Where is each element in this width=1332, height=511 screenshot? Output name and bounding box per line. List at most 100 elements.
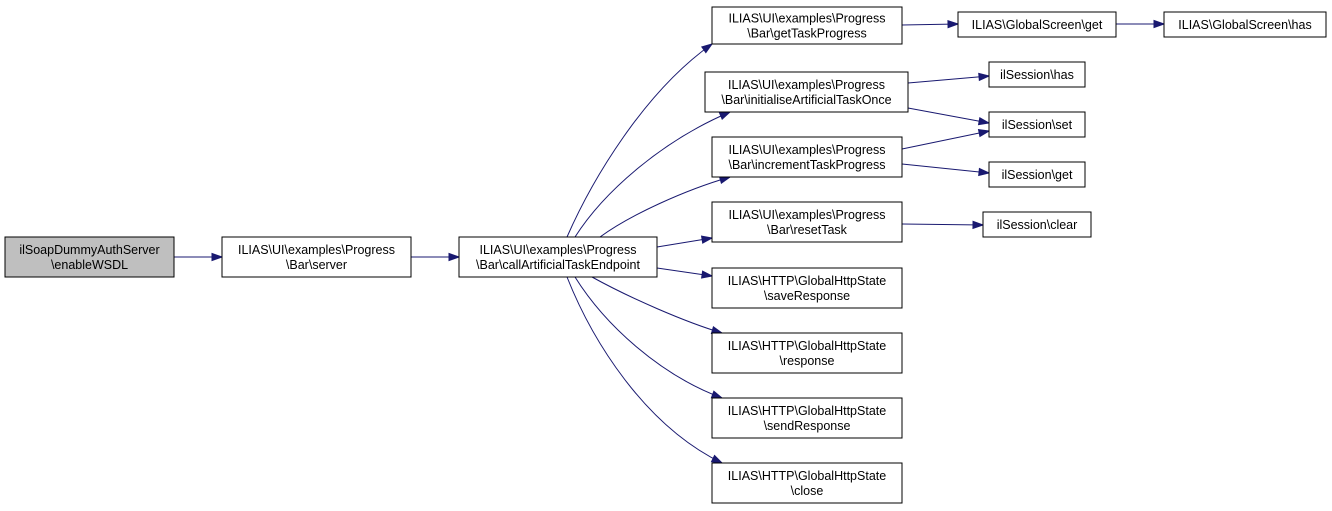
node-label: \close	[791, 484, 824, 498]
edge-n6-n16	[901, 220, 985, 230]
arrow-head-icon	[972, 220, 985, 230]
node-label: ILIAS\UI\examples\Progress	[728, 12, 885, 26]
node-label: ILIAS\HTTP\GlobalHttpState	[728, 339, 886, 353]
edge-line	[901, 130, 990, 150]
edge-line	[591, 276, 723, 334]
edge-n5-n14	[901, 129, 991, 150]
edge-line	[566, 43, 713, 238]
arrow-head-icon	[710, 325, 724, 335]
arrow-head-icon	[978, 72, 991, 82]
edge-n1-n2	[411, 252, 461, 262]
node-n3[interactable]: ILIAS\UI\examples\Progress\Bar\getTaskPr…	[711, 6, 903, 45]
node-box[interactable]	[957, 11, 1117, 38]
node-label: ilSession\set	[1002, 118, 1073, 132]
edge-n4-n14	[907, 107, 991, 126]
node-label: \Bar\initialiseArtificialTaskOnce	[721, 93, 891, 107]
node-label: \Bar\getTaskProgress	[747, 27, 867, 41]
arrow-head-icon	[700, 235, 714, 244]
edge-line	[566, 276, 723, 464]
arrow-head-icon	[977, 116, 991, 126]
arrow-head-icon	[718, 111, 732, 120]
node-label: ILIAS\HTTP\GlobalHttpState	[728, 274, 886, 288]
arrow-head-icon	[700, 43, 714, 54]
node-n12[interactable]: ILIAS\GlobalScreen\has	[1163, 11, 1327, 38]
node-label: \Bar\incrementTaskProgress	[728, 158, 885, 172]
node-box[interactable]	[711, 6, 903, 45]
node-label: \Bar\server	[286, 258, 347, 272]
node-label: ilSession\clear	[997, 218, 1078, 232]
node-box[interactable]	[1163, 11, 1327, 38]
node-label: \response	[780, 354, 835, 368]
arrow-head-icon	[1153, 19, 1166, 29]
node-box[interactable]	[221, 236, 412, 278]
node-n9[interactable]: ILIAS\HTTP\GlobalHttpState\sendResponse	[711, 397, 903, 439]
node-box[interactable]	[711, 332, 903, 374]
node-box[interactable]	[704, 71, 909, 113]
node-n11[interactable]: ILIAS\GlobalScreen\get	[957, 11, 1117, 38]
arrow-head-icon	[710, 454, 724, 464]
node-label: \sendResponse	[764, 419, 851, 433]
node-label: ILIAS\UI\examples\Progress	[728, 208, 885, 222]
node-label: \saveResponse	[764, 289, 850, 303]
edge-n2-n6	[656, 235, 714, 248]
edge-line	[574, 276, 723, 399]
edge-n2-n10	[566, 276, 724, 464]
node-n2[interactable]: ILIAS\UI\examples\Progress\Bar\callArtif…	[458, 236, 658, 278]
node-box[interactable]	[988, 111, 1086, 138]
edge-n0-n1	[174, 252, 224, 262]
node-n1[interactable]: ILIAS\UI\examples\Progress\Bar\server	[221, 236, 412, 278]
node-n7[interactable]: ILIAS\HTTP\GlobalHttpState\saveResponse	[711, 267, 903, 309]
edge-line	[907, 75, 990, 84]
edge-n2-n3	[566, 43, 714, 238]
nodes-layer: ilSoapDummyAuthServer\enableWSDL ILIAS\UI…	[4, 6, 1327, 504]
node-label: ILIAS\UI\examples\Progress	[728, 143, 885, 157]
node-box[interactable]	[982, 211, 1092, 238]
node-n14[interactable]: ilSession\set	[988, 111, 1086, 138]
edge-n2-n5	[599, 175, 732, 238]
edge-n11-n12	[1116, 19, 1166, 29]
node-label: ilSession\get	[1002, 168, 1073, 182]
node-n15[interactable]: ilSession\get	[988, 161, 1086, 188]
edge-n2-n8	[591, 276, 724, 335]
arrow-head-icon	[947, 19, 960, 29]
node-label: ILIAS\GlobalScreen\get	[972, 18, 1103, 32]
node-label: \enableWSDL	[51, 258, 128, 272]
node-box[interactable]	[458, 236, 658, 278]
node-box[interactable]	[711, 462, 903, 504]
arrow-head-icon	[701, 270, 714, 279]
node-label: \Bar\resetTask	[767, 223, 848, 237]
node-label: ILIAS\UI\examples\Progress	[238, 243, 395, 257]
edge-line	[901, 223, 984, 226]
node-box[interactable]	[988, 161, 1086, 188]
node-label: ILIAS\UI\examples\Progress	[728, 78, 885, 92]
node-label: \Bar\callArtificialTaskEndpoint	[476, 258, 640, 272]
node-n4[interactable]: ILIAS\UI\examples\Progress\Bar\initialis…	[704, 71, 909, 113]
edge-n2-n7	[656, 267, 714, 279]
edge-n3-n11	[901, 19, 960, 29]
node-box[interactable]	[711, 267, 903, 309]
arrow-head-icon	[977, 129, 991, 138]
node-n6[interactable]: ILIAS\UI\examples\Progress\Bar\resetTask	[711, 201, 903, 243]
node-n8[interactable]: ILIAS\HTTP\GlobalHttpState\response	[711, 332, 903, 374]
node-label: ILIAS\HTTP\GlobalHttpState	[728, 469, 886, 483]
edge-line	[907, 107, 990, 124]
node-n16[interactable]: ilSession\clear	[982, 211, 1092, 238]
node-n5[interactable]: ILIAS\UI\examples\Progress\Bar\increment…	[711, 136, 903, 178]
node-box[interactable]	[711, 397, 903, 439]
node-n13[interactable]: ilSession\has	[988, 61, 1086, 88]
edge-n2-n4	[574, 111, 732, 238]
edge-line	[574, 111, 731, 238]
node-box[interactable]	[4, 236, 175, 278]
node-box[interactable]	[988, 61, 1086, 88]
edges-layer	[174, 19, 1166, 464]
edge-line	[599, 176, 731, 238]
node-box[interactable]	[711, 136, 903, 178]
node-label: ILIAS\GlobalScreen\has	[1178, 18, 1311, 32]
node-label: ilSession\has	[1000, 68, 1074, 82]
node-n10[interactable]: ILIAS\HTTP\GlobalHttpState\close	[711, 462, 903, 504]
node-box[interactable]	[711, 201, 903, 243]
arrow-head-icon	[978, 167, 991, 177]
node-n0[interactable]: ilSoapDummyAuthServer\enableWSDL	[4, 236, 175, 278]
edge-n4-n13	[907, 72, 991, 84]
